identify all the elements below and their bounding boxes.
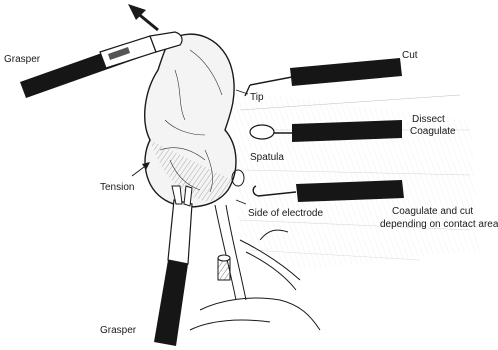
grasper-bottom bbox=[154, 186, 192, 346]
gallbladder bbox=[145, 34, 244, 207]
label-tip: Tip bbox=[250, 92, 264, 103]
label-coagulate: Coagulate bbox=[410, 126, 456, 137]
label-dissect: Dissect bbox=[412, 114, 445, 125]
label-spatula: Spatula bbox=[250, 152, 284, 163]
label-grasper-top: Grasper bbox=[4, 54, 41, 65]
label-cut: Cut bbox=[402, 50, 418, 61]
label-grasper-bottom: Grasper bbox=[100, 325, 137, 336]
traction-arrow bbox=[128, 4, 158, 30]
label-tension: Tension bbox=[100, 182, 134, 193]
label-depending-on-contact-area: depending on contact area bbox=[380, 219, 498, 230]
electrode-tip bbox=[245, 58, 402, 96]
label-side-of-electrode: Side of electrode bbox=[248, 208, 323, 219]
label-coagulate-and-cut: Coagulate and cut bbox=[392, 206, 473, 217]
